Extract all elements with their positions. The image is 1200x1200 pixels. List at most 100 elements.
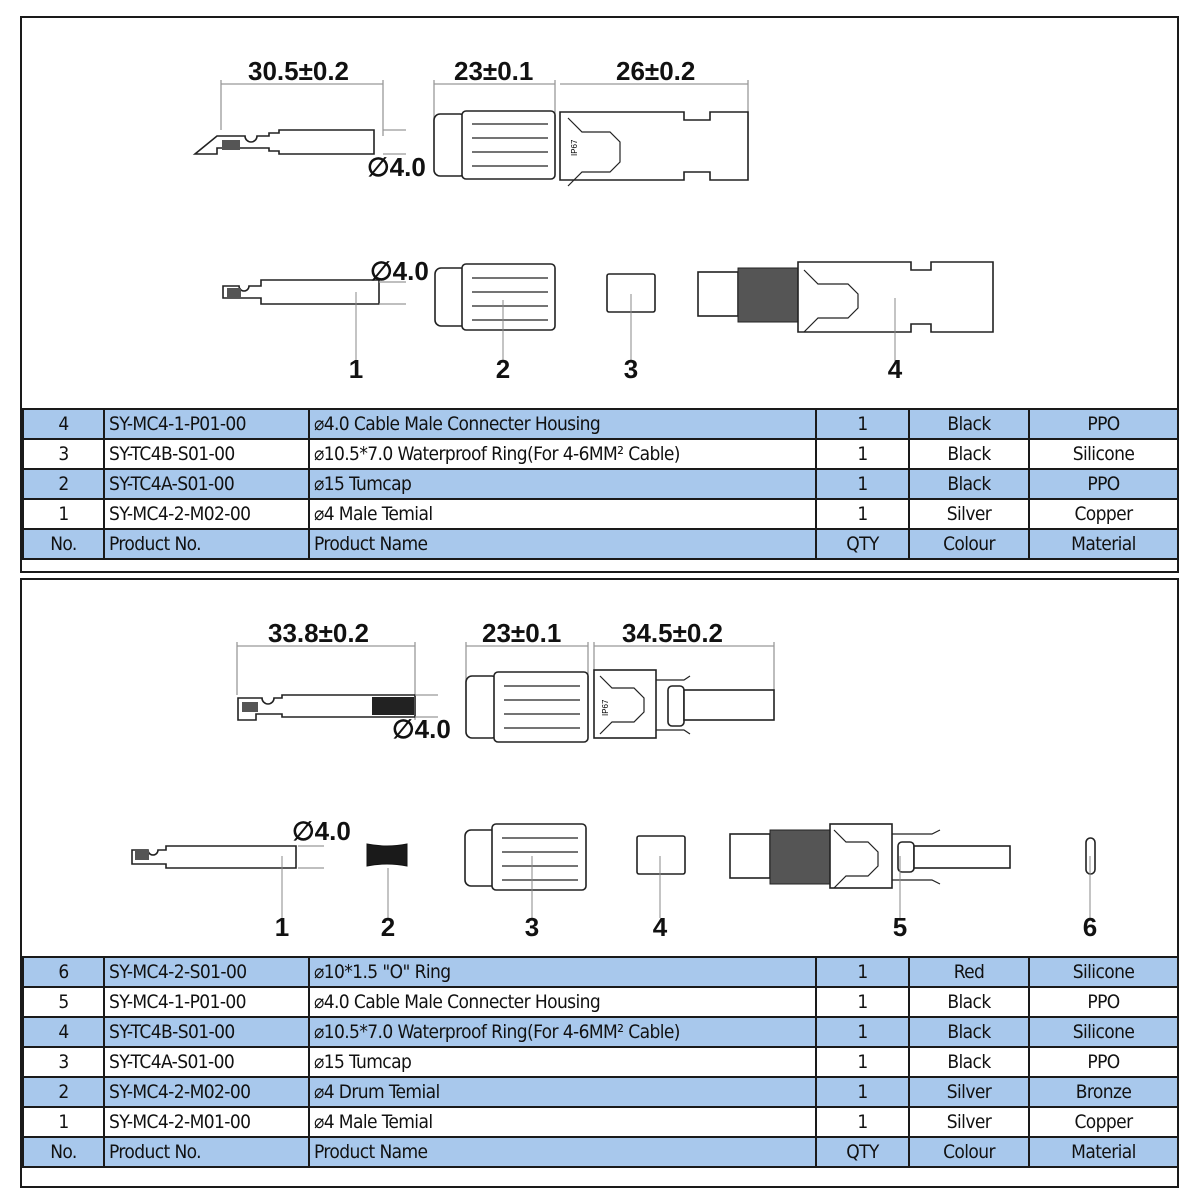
exploded-part-2-nut: 2 bbox=[434, 263, 556, 384]
dimension-label-exploded-diameter: ∅4.0 bbox=[292, 816, 351, 846]
table-row: 3 SY-TC4A-S01-00 ⌀15 Tumcap 1 Black PPO bbox=[22, 1046, 1179, 1078]
cell-no: 1 bbox=[22, 1106, 105, 1138]
cell-no: 4 bbox=[22, 408, 105, 440]
cell-material: PPO bbox=[1028, 1046, 1179, 1078]
cell-product-no: SY-MC4-2-S01-00 bbox=[103, 956, 310, 988]
cell-colour: Silver bbox=[908, 1076, 1030, 1108]
cell-colour: Black bbox=[908, 468, 1030, 500]
cell-qty: 1 bbox=[815, 1076, 910, 1108]
exploded-part-1-male-terminal: ∅4.0 1 bbox=[131, 816, 351, 942]
cell-product-no: SY-TC4B-S01-00 bbox=[103, 1016, 310, 1048]
top-assembly-panel: 30.5±0.2 ∅4.0 23±0.1 bbox=[20, 16, 1179, 573]
assembled-housing: 34.5±0.2 IP67 bbox=[593, 618, 775, 739]
table-header-row: No. Product No. Product Name QTY Colour … bbox=[22, 1136, 1179, 1168]
cell-colour: Black bbox=[908, 438, 1030, 470]
assembled-nut: 23±0.1 bbox=[465, 618, 589, 743]
assembled-housing: 26±0.2 IP67 bbox=[559, 56, 749, 187]
dimension-label-housing-length: 26±0.2 bbox=[616, 56, 695, 86]
cell-no: 1 bbox=[22, 498, 105, 530]
header-no: No. bbox=[22, 528, 105, 560]
terminal-crimp-grip bbox=[222, 140, 240, 150]
cell-material: Copper bbox=[1028, 1106, 1179, 1138]
callout-3: 3 bbox=[624, 354, 638, 384]
assembled-male-terminal: 33.8±0.2 ∅4.0 bbox=[236, 618, 451, 744]
header-material: Material bbox=[1028, 528, 1179, 560]
bottom-bom-table: 6 SY-MC4-2-S01-00 ⌀10*1.5 "O" Ring 1 Red… bbox=[22, 956, 1179, 1168]
callout-2: 2 bbox=[496, 354, 510, 384]
cell-qty: 1 bbox=[815, 986, 910, 1018]
cell-colour: Silver bbox=[908, 1106, 1030, 1138]
dimension-label-terminal-length: 30.5±0.2 bbox=[248, 56, 349, 86]
cell-material: Silicone bbox=[1028, 438, 1179, 470]
cell-product-name: ⌀10.5*7.0 Waterproof Ring(For 4-6MM² Cab… bbox=[308, 1016, 817, 1048]
cell-product-name: ⌀10*1.5 "O" Ring bbox=[308, 956, 817, 988]
cell-material: Bronze bbox=[1028, 1076, 1179, 1108]
cell-qty: 1 bbox=[815, 1046, 910, 1078]
dimension-label-terminal-length: 33.8±0.2 bbox=[268, 618, 369, 648]
dimension-label-terminal-diameter: ∅4.0 bbox=[367, 152, 426, 182]
cell-qty: 1 bbox=[815, 498, 910, 530]
exploded-part-4-housing: 4 bbox=[697, 261, 994, 384]
cell-qty: 1 bbox=[815, 438, 910, 470]
cell-product-no: SY-TC4B-S01-00 bbox=[103, 438, 310, 470]
cell-qty: 1 bbox=[815, 468, 910, 500]
top-bom-table: 4 SY-MC4-1-P01-00 ⌀4.0 Cable Male Connec… bbox=[22, 408, 1179, 560]
assembled-nut: 23±0.1 bbox=[433, 56, 556, 180]
housing-body bbox=[797, 261, 994, 333]
bottom-drawing-svg: 33.8±0.2 ∅4.0 23±0.1 bbox=[131, 618, 1097, 942]
header-qty: QTY bbox=[815, 1136, 910, 1168]
cell-no: 5 bbox=[22, 986, 105, 1018]
cell-qty: 1 bbox=[815, 956, 910, 988]
cell-qty: 1 bbox=[815, 1106, 910, 1138]
cell-no: 6 bbox=[22, 956, 105, 988]
cell-qty: 1 bbox=[815, 408, 910, 440]
housing-marking: IP67 bbox=[570, 139, 579, 156]
housing-window bbox=[567, 117, 621, 187]
nut-body bbox=[461, 110, 556, 180]
callout-3: 3 bbox=[525, 912, 539, 942]
cell-product-name: ⌀4 Male Temial bbox=[308, 498, 817, 530]
callout-4: 4 bbox=[653, 912, 668, 942]
table-row: 3 SY-TC4B-S01-00 ⌀10.5*7.0 Waterproof Ri… bbox=[22, 438, 1179, 470]
header-product-no: Product No. bbox=[103, 1136, 310, 1168]
exploded-part-4-seal: 4 bbox=[636, 835, 686, 942]
cell-material: PPO bbox=[1028, 408, 1179, 440]
cell-product-no: SY-MC4-2-M02-00 bbox=[103, 498, 310, 530]
callout-4: 4 bbox=[888, 354, 903, 384]
cell-colour: Silver bbox=[908, 498, 1030, 530]
cell-product-no: SY-TC4A-S01-00 bbox=[103, 468, 310, 500]
cell-colour: Black bbox=[908, 1046, 1030, 1078]
cell-material: Copper bbox=[1028, 498, 1179, 530]
cell-product-no: SY-MC4-1-P01-00 bbox=[103, 408, 310, 440]
cell-material: PPO bbox=[1028, 468, 1179, 500]
cell-colour: Black bbox=[908, 986, 1030, 1018]
bottom-assembly-panel: 33.8±0.2 ∅4.0 23±0.1 bbox=[20, 578, 1179, 1188]
callout-1: 1 bbox=[275, 912, 289, 942]
housing-marking: IP67 bbox=[601, 699, 610, 716]
header-colour: Colour bbox=[908, 1136, 1030, 1168]
cell-no: 2 bbox=[22, 468, 105, 500]
header-qty: QTY bbox=[815, 528, 910, 560]
exploded-part-6-o-ring: 6 bbox=[1083, 837, 1097, 942]
cell-no: 3 bbox=[22, 438, 105, 470]
top-drawing-svg: 30.5±0.2 ∅4.0 23±0.1 bbox=[192, 56, 994, 384]
cell-product-name: ⌀4.0 Cable Male Connecter Housing bbox=[308, 986, 817, 1018]
exploded-part-3-nut: 3 bbox=[464, 823, 587, 942]
callout-5: 5 bbox=[893, 912, 907, 942]
cell-product-name: ⌀10.5*7.0 Waterproof Ring(For 4-6MM² Cab… bbox=[308, 438, 817, 470]
cell-colour: Black bbox=[908, 408, 1030, 440]
header-colour: Colour bbox=[908, 528, 1030, 560]
exploded-part-2-drum-terminal: 2 bbox=[366, 843, 408, 942]
housing-ribbed-end bbox=[697, 271, 739, 317]
cell-no: 3 bbox=[22, 1046, 105, 1078]
cell-no: 4 bbox=[22, 1016, 105, 1048]
callout-1: 1 bbox=[349, 354, 363, 384]
dimension-label-exploded-diameter: ∅4.0 bbox=[370, 256, 429, 286]
cell-product-name: ⌀15 Tumcap bbox=[308, 468, 817, 500]
cell-product-name: ⌀4.0 Cable Male Connecter Housing bbox=[308, 408, 817, 440]
table-row: 1 SY-MC4-2-M02-00 ⌀4 Male Temial 1 Silve… bbox=[22, 498, 1179, 530]
cell-material: Silicone bbox=[1028, 1016, 1179, 1048]
dimension-label-nut-length: 23±0.1 bbox=[482, 618, 561, 648]
cell-product-no: SY-MC4-1-P01-00 bbox=[103, 986, 310, 1018]
cell-product-name: ⌀4 Male Temial bbox=[308, 1106, 817, 1138]
